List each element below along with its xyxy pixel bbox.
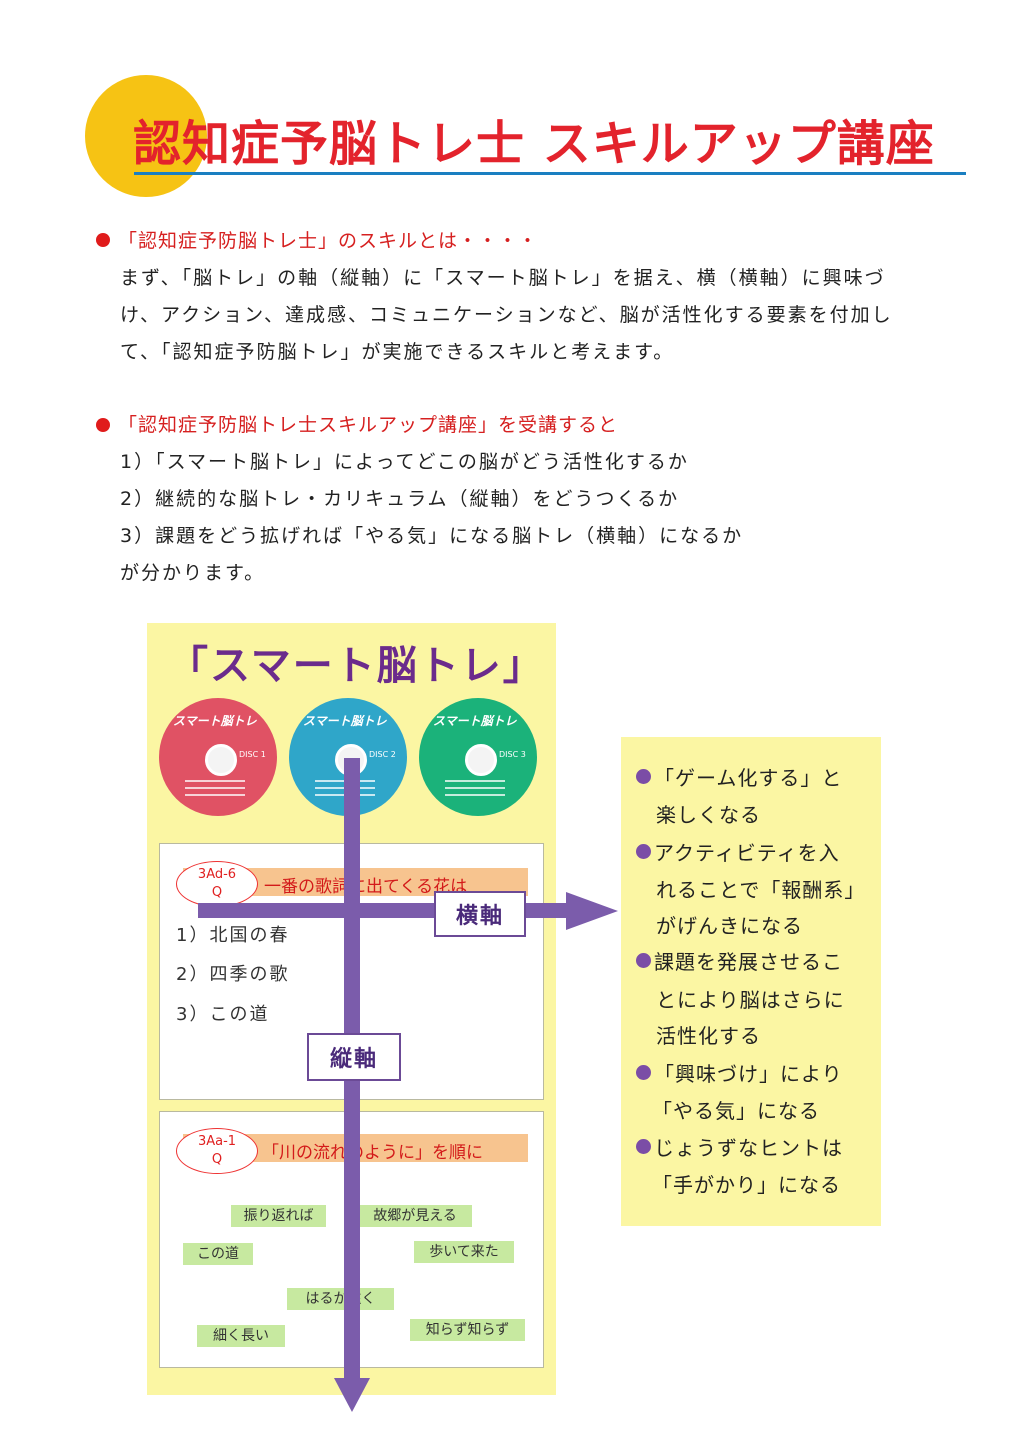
benefit-line: 「やる気」になる — [652, 1099, 820, 1123]
disc-3-image: スマート脳トレ DISC 3 — [419, 698, 537, 816]
quiz-code: 3Aa-1 — [197, 1134, 237, 1149]
benefit-line: 「興味づけ」により — [654, 1062, 843, 1086]
answer-chip: 振り返れば — [231, 1205, 326, 1227]
disc-label: スマート脳トレ — [303, 714, 387, 728]
arrow-right-icon — [566, 892, 618, 930]
section1-line: け、アクション、達成感、コミュニケーションなど、脳が活性化する要素を付加し — [120, 304, 893, 326]
disc-1-image: スマート脳トレ DISC 1 — [159, 698, 277, 816]
header-sun-circle — [85, 75, 207, 197]
benefit-line: 課題を発展させるこ — [654, 950, 843, 974]
benefit-line: 楽しくなる — [656, 803, 761, 827]
answer-chip: 故郷が見える — [358, 1205, 472, 1227]
section2-line: が分かります。 — [120, 562, 266, 584]
benefit-line: とにより脳はさらに — [656, 988, 845, 1012]
benefit-line: 活性化する — [656, 1024, 761, 1048]
disc-number: DISC 3 — [499, 750, 526, 759]
quiz-code-oval: 3Ad-6 Q — [176, 861, 258, 907]
quiz-question: 一番の歌詞に出てくる花は — [264, 877, 468, 897]
section2-heading: 「認知症予防脳トレ士スキルアップ講座」を受講すると — [118, 414, 619, 436]
page-title: 認知症予脳トレ士 スキルアップ講座 — [133, 116, 935, 172]
bullet-icon — [636, 1139, 651, 1154]
quiz-choice: 2）四季の歌 — [176, 964, 290, 985]
section2-line: 1）「スマート脳トレ」によってどこの脳がどう活性化するか — [120, 451, 689, 473]
benefit-line: 「手がかり」になる — [652, 1173, 841, 1197]
bullet-icon — [636, 769, 651, 784]
disc-number: DISC 2 — [369, 750, 396, 759]
bullet-icon — [636, 1065, 651, 1080]
answer-chip: 知らず知らず — [410, 1319, 525, 1341]
disc-label: スマート脳トレ — [433, 714, 517, 728]
disc-track-lines — [445, 780, 505, 801]
vertical-axis-label: 縦軸 — [307, 1033, 401, 1081]
answer-chip: 細く長い — [197, 1325, 285, 1347]
section1-heading: 「認知症予防脳トレ士」のスキルとは・・・・ — [118, 230, 539, 252]
quiz-choice: 1）北国の春 — [176, 925, 290, 946]
disc-hub — [205, 744, 237, 776]
disc-number: DISC 1 — [239, 750, 266, 759]
title-underline — [134, 172, 966, 175]
disc-hub — [465, 744, 497, 776]
quiz-code-q: Q — [211, 885, 223, 900]
disc-label: スマート脳トレ — [173, 714, 257, 728]
bullet-icon — [636, 844, 651, 859]
bullet-icon — [636, 953, 651, 968]
benefit-line: がげんきになる — [656, 914, 803, 938]
section2-line: 3）課題をどう拡げれば「やる気」になる脳トレ（横軸）になるか — [120, 525, 744, 547]
quiz-choice: 3）この道 — [176, 1004, 270, 1025]
benefit-line: れることで「報酬系」 — [656, 878, 866, 902]
benefit-line: じょうずなヒントは — [654, 1136, 843, 1160]
panel-title: 「スマート脳トレ」 — [168, 643, 545, 689]
section1-line: て、「認知症予防脳トレ」が実施できるスキルと考えます。 — [120, 341, 675, 363]
bullet-icon — [96, 233, 110, 247]
answer-chip: 歩いて来た — [414, 1241, 514, 1263]
benefits-panel — [621, 737, 881, 1226]
quiz-code: 3Ad-6 — [197, 867, 237, 882]
benefit-line: 「ゲーム化する」と — [654, 766, 843, 790]
arrow-down-icon — [334, 1378, 370, 1412]
quiz-code-oval: 3Aa-1 Q — [176, 1128, 258, 1174]
benefit-line: アクティビティを入 — [654, 841, 840, 865]
answer-chip: この道 — [183, 1243, 253, 1265]
quiz-code-q: Q — [211, 1152, 223, 1167]
quiz-question: 「川の流れのように」を順に — [262, 1143, 483, 1163]
answer-chip: はるか遠く — [287, 1288, 394, 1310]
section1-line: まず、「脳トレ」の軸（縦軸）に「スマート脳トレ」を据え、横（横軸）に興味づ — [120, 267, 886, 289]
bullet-icon — [96, 418, 110, 432]
horizontal-axis-label: 横軸 — [434, 891, 526, 937]
disc-track-lines — [185, 780, 245, 801]
section2-line: 2）継続的な脳トレ・カリキュラム（縦軸）をどうつくるか — [120, 488, 680, 510]
